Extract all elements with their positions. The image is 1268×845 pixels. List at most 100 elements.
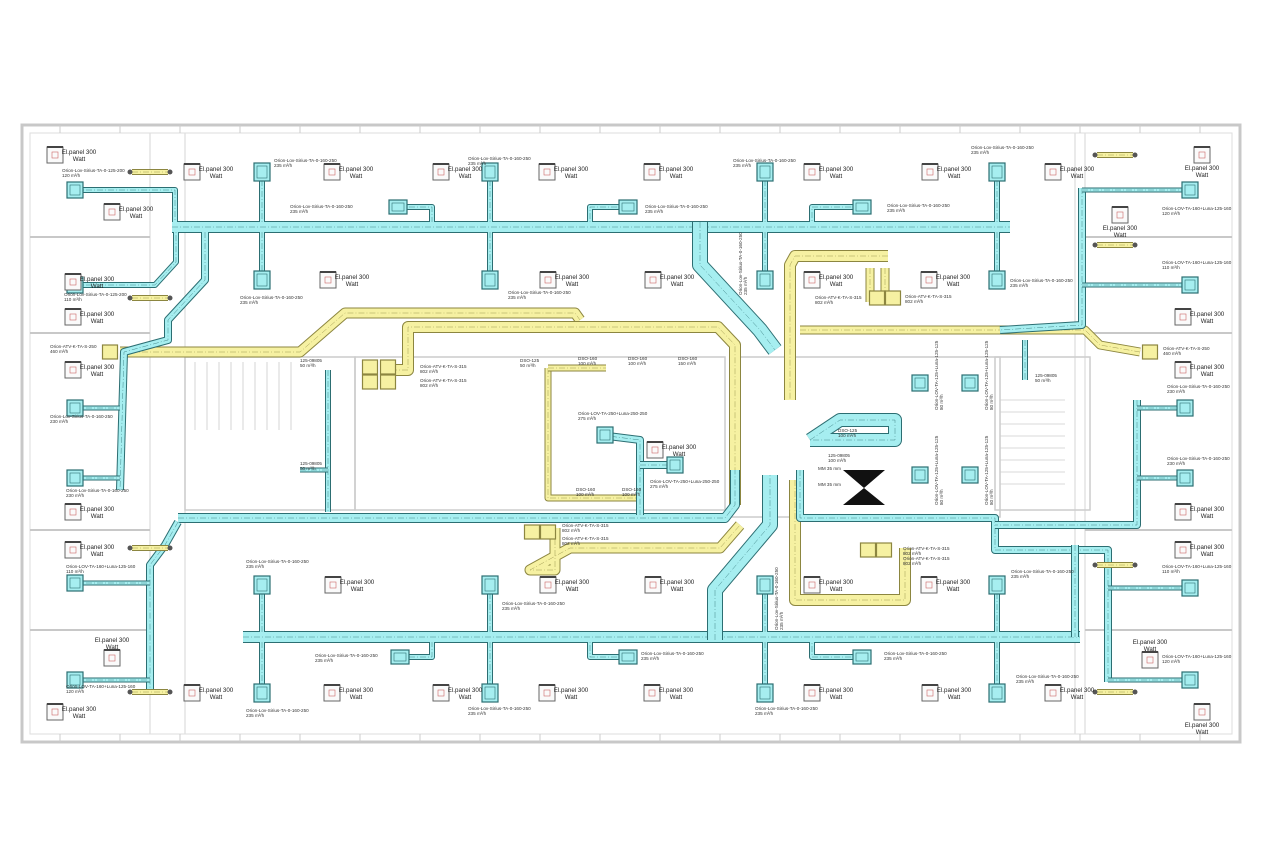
exhaust-unit-icon[interactable] xyxy=(539,524,557,540)
supply-diffuser-icon[interactable] xyxy=(481,575,499,595)
supply-diffuser-icon[interactable] xyxy=(1181,181,1199,199)
supply-diffuser-icon[interactable] xyxy=(961,466,979,484)
unit-model: Orion-LOV-TA-160+Luna-125-160 xyxy=(66,684,136,689)
supply-diffuser-icon[interactable] xyxy=(756,270,774,290)
supply-diffuser-icon[interactable] xyxy=(390,649,410,665)
supply-diffuser-icon[interactable] xyxy=(911,466,929,484)
supply-diffuser-icon[interactable] xyxy=(756,683,774,703)
supply-diffuser-icon[interactable] xyxy=(756,162,774,182)
panel-icon xyxy=(539,576,557,594)
supply-diffuser-icon[interactable] xyxy=(253,683,271,703)
supply-diffuser-icon[interactable] xyxy=(66,181,84,199)
exhaust-unit-icon[interactable] xyxy=(379,359,397,375)
exhaust-unit-icon[interactable] xyxy=(868,290,886,306)
supply-diffuser-icon[interactable] xyxy=(481,683,499,703)
supply-diffuser-icon[interactable] xyxy=(1181,671,1199,689)
supply-diffuser-icon[interactable] xyxy=(253,162,271,182)
supply-diffuser-icon[interactable] xyxy=(1181,276,1199,294)
supply-diffuser-icon[interactable] xyxy=(1176,399,1194,417)
exhaust-unit-icon[interactable] xyxy=(859,542,877,558)
supply-diffuser-icon[interactable] xyxy=(988,270,1006,290)
supply-diffuser-icon[interactable] xyxy=(666,456,684,474)
supply-diffuser-icon[interactable] xyxy=(618,649,638,665)
supply-diffuser-icon[interactable] xyxy=(852,649,872,665)
unit-airflow: 230 m³/h xyxy=(1167,389,1186,394)
supply-diffuser-icon[interactable] xyxy=(756,575,774,595)
supply-diffuser-icon[interactable] xyxy=(388,199,408,215)
supply-diffuser-icon[interactable] xyxy=(253,575,271,595)
supply-diffuser-icon[interactable] xyxy=(66,671,84,689)
exhaust-unit-icon[interactable] xyxy=(379,374,397,390)
supply-diffuser-icon[interactable] xyxy=(988,575,1006,595)
exhaust-unit-icon[interactable] xyxy=(1141,344,1159,360)
supply-diffuser-icon[interactable] xyxy=(481,270,499,290)
exhaust-unit-icon[interactable] xyxy=(523,524,541,540)
exhaust-unit-icon[interactable] xyxy=(361,374,379,390)
exhaust-unit-icon[interactable] xyxy=(875,542,893,558)
supply-diffuser-icon[interactable] xyxy=(618,199,638,215)
supply-diffuser-icon[interactable] xyxy=(988,683,1006,703)
exhaust-unit-icon[interactable] xyxy=(884,290,902,306)
supply-diffuser-icon[interactable] xyxy=(253,270,271,290)
supply-diffuser-icon[interactable] xyxy=(596,426,614,444)
supply-diffuser-icon[interactable] xyxy=(481,162,499,182)
exhaust-unit-icon[interactable] xyxy=(101,344,119,360)
exhaust-unit-icon[interactable] xyxy=(361,359,379,375)
supply-diffuser-icon[interactable] xyxy=(66,469,84,487)
supply-diffuser-icon[interactable] xyxy=(852,199,872,215)
unit-model: Orion-LOV-TA-160+Luna-125-160 xyxy=(1162,564,1232,569)
supply-diffuser-icon[interactable] xyxy=(911,374,929,392)
supply-diffuser-icon[interactable] xyxy=(961,374,979,392)
supply-diffuser-icon[interactable] xyxy=(1176,469,1194,487)
supply-diffuser-icon[interactable] xyxy=(66,574,84,592)
supply-diffuser-icon[interactable] xyxy=(1181,579,1199,597)
supply-diffuser-icon[interactable] xyxy=(988,162,1006,182)
supply-diffuser-icon[interactable] xyxy=(66,399,84,417)
